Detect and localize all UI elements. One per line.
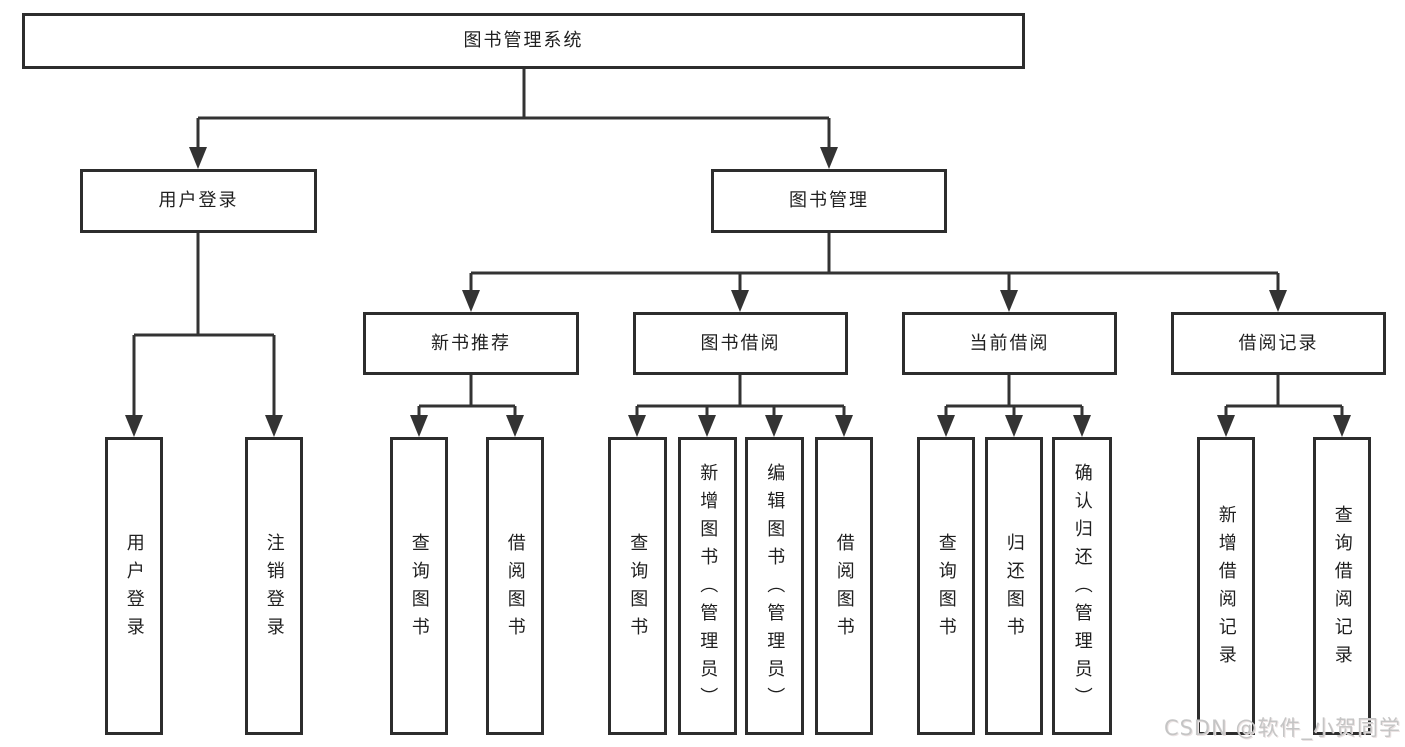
- leaf-logout: 注销登录: [245, 437, 303, 735]
- edge-user-login-children: [125, 233, 283, 437]
- node-library-management-system: 图书管理系统: [22, 13, 1025, 69]
- leaf-borrow-books-borrow: 借阅图书: [815, 437, 873, 735]
- edge-root-to-level2: [189, 69, 838, 169]
- edge-book-borrow-children: [628, 375, 853, 437]
- edge-current-borrow-children: [937, 375, 1091, 437]
- leaf-query-borrow-record: 查询借阅记录: [1313, 437, 1371, 735]
- node-book-borrow: 图书借阅: [633, 312, 848, 375]
- csdn-watermark: CSDN @软件_小贺同学: [1163, 716, 1401, 740]
- leaf-return-book: 归还图书: [985, 437, 1043, 735]
- leaf-confirm-return-admin: 确认归还（管理员）: [1052, 437, 1112, 735]
- leaf-add-borrow-record: 新增借阅记录: [1197, 437, 1255, 735]
- leaf-edit-book-admin: 编辑图书（管理员）: [745, 437, 804, 735]
- edge-borrow-records-children: [1217, 375, 1351, 437]
- leaf-query-books-newbook: 查询图书: [390, 437, 448, 735]
- leaf-borrow-books-newbook: 借阅图书: [486, 437, 544, 735]
- node-borrow-records: 借阅记录: [1171, 312, 1386, 375]
- edge-new-book-children: [410, 375, 524, 437]
- leaf-add-book-admin: 新增图书（管理员）: [678, 437, 737, 735]
- node-user-login: 用户登录: [80, 169, 317, 233]
- leaf-query-books-borrow: 查询图书: [608, 437, 667, 735]
- leaf-query-books-current: 查询图书: [917, 437, 975, 735]
- edge-book-management-children: [462, 233, 1287, 312]
- leaf-user-login: 用户登录: [105, 437, 163, 735]
- node-current-borrow: 当前借阅: [902, 312, 1117, 375]
- node-new-book-recommend: 新书推荐: [363, 312, 579, 375]
- node-book-management: 图书管理: [711, 169, 947, 233]
